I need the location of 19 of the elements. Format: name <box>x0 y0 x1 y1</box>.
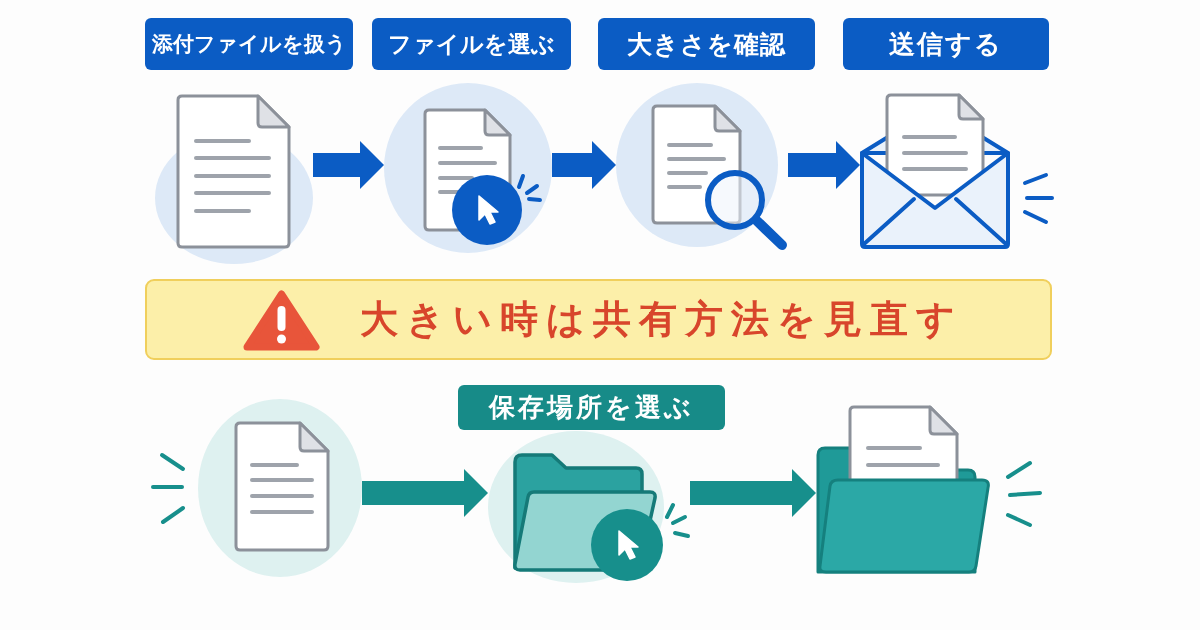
warning-banner <box>145 279 1052 360</box>
folder-cursor-illustration <box>488 431 690 583</box>
step-label: 保存場所を選ぶ <box>458 385 725 430</box>
warning-text: 大きい時は共有方法を見直す <box>360 296 963 343</box>
arrow <box>313 141 384 189</box>
arrow <box>788 141 860 189</box>
arrow <box>690 469 816 517</box>
document-magnifier-illustration <box>616 83 788 251</box>
envelope-document-illustration <box>860 93 1054 250</box>
step-label: 添付ファイルを扱う <box>145 18 353 70</box>
step-label: ファイルを選ぶ <box>372 18 571 70</box>
step-label: 送信する <box>843 18 1049 70</box>
folder-document-illustration <box>816 405 1044 574</box>
document-illustration <box>155 94 313 264</box>
arrow <box>552 141 616 189</box>
document-cursor-illustration <box>384 83 552 253</box>
step-label: 大きさを確認 <box>598 18 815 70</box>
document-illustration <box>151 399 362 577</box>
arrow <box>362 469 488 517</box>
